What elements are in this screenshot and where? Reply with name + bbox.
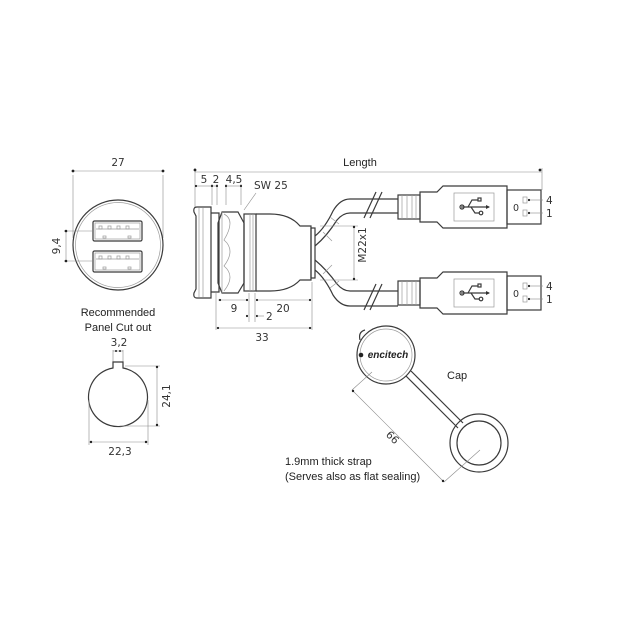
front-width-dim: 27 <box>111 157 124 169</box>
usb-port-bottom <box>92 250 143 273</box>
usb-symbol-icon <box>459 197 490 216</box>
plug-top-pin4: 4 <box>546 195 553 207</box>
dim-2-top: 2 <box>213 174 220 186</box>
wrench-size: SW 25 <box>254 180 288 192</box>
side-view: Length 5 2 4,5 SW 25 <box>193 157 543 344</box>
cutout-key-width: 3,2 <box>111 337 128 349</box>
usb-port-top <box>92 220 143 242</box>
cap-logo: encitech <box>368 350 409 361</box>
cap-label: Cap <box>447 370 467 382</box>
cap-note-1: 1.9mm thick strap <box>285 456 372 468</box>
plug-bottom-mid: 0 <box>513 289 519 300</box>
dim-9: 9 <box>231 303 238 315</box>
usb-plug-top: 0 4 1 <box>397 185 553 229</box>
cap-note-2: (Serves also as flat sealing) <box>285 471 420 483</box>
plug-top-pin1: 1 <box>546 208 553 220</box>
dim-4-5: 4,5 <box>226 174 243 186</box>
usb-symbol-icon <box>459 283 490 302</box>
cap: encitech Cap 66 1.9mm thick strap (Serve… <box>285 325 509 483</box>
cutout-height: 24,1 <box>161 384 173 407</box>
length-label: Length <box>343 157 377 169</box>
dim-20: 20 <box>276 303 289 315</box>
usb-plug-bottom: 0 4 1 <box>397 271 553 315</box>
plug-top-mid: 0 <box>513 203 519 214</box>
dim-33: 33 <box>255 332 268 344</box>
panel-cutout: Recommended Panel Cut out 3,2 24,1 22,3 <box>81 307 173 458</box>
thread-dim: M22x1 <box>357 227 369 262</box>
cutout-title-1: Recommended <box>81 307 156 319</box>
strap-length: 66 <box>383 429 401 447</box>
port-pitch-dim: 9,4 <box>51 237 63 254</box>
cutout-diameter: 22,3 <box>108 446 131 458</box>
dim-2-bottom: 2 <box>266 311 273 323</box>
plug-bottom-pin4: 4 <box>546 281 553 293</box>
front-view: 27 <box>51 157 165 291</box>
plug-bottom-pin1: 1 <box>546 294 553 306</box>
dim-5: 5 <box>201 174 208 186</box>
cutout-title-2: Panel Cut out <box>85 322 152 334</box>
